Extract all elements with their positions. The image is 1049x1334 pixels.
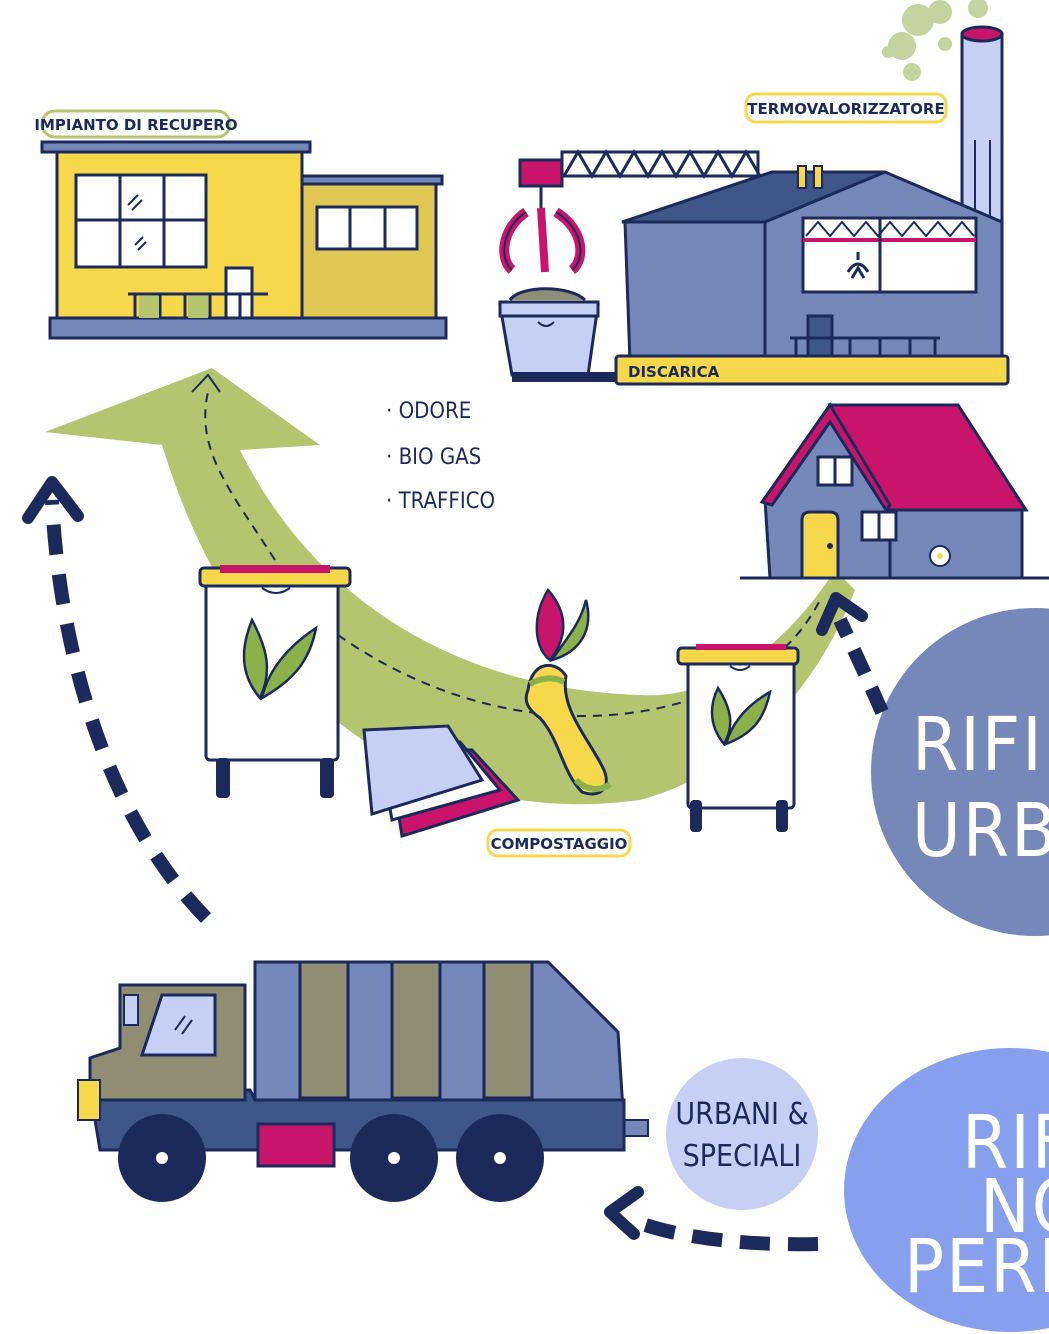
rifiuti-urbani-line2: URBA <box>912 788 1049 874</box>
discarica-label: DISCARICA <box>628 363 720 381</box>
compost-bin-icon <box>200 565 350 798</box>
house-icon <box>740 405 1049 578</box>
termovalorizzatore-label: TERMOVALORIZZATORE <box>747 100 944 118</box>
compostaggio-tag: COMPOSTAGGIO <box>488 830 630 856</box>
impianto-tag: IMPIANTO DI RECUPERO <box>34 111 237 137</box>
incinerator-icon <box>622 0 1002 364</box>
recovery-plant-icon <box>42 142 446 338</box>
impact-traffico: · TRAFFICO <box>386 489 495 514</box>
dashed-arrow-urbani <box>840 620 882 712</box>
urbani-line: URBANI & <box>675 1097 808 1132</box>
impact-notes: · ODORE · BIO GAS · TRAFFICO <box>386 399 495 514</box>
speciali-line: SPECIALI <box>683 1139 802 1174</box>
rifiuti-np-line3: PERICO <box>904 1224 1049 1310</box>
impact-biogas: · BIO GAS <box>386 445 481 470</box>
compostaggio-label: COMPOSTAGGIO <box>491 835 628 853</box>
termovalorizzatore-tag: TERMOVALORIZZATORE <box>746 94 946 122</box>
arrowhead-bottom <box>610 1192 638 1234</box>
dashed-arrow-left <box>52 500 206 918</box>
garbage-truck-icon <box>78 962 648 1202</box>
impact-odore: · ODORE <box>386 399 471 424</box>
urbani-speciali-bubble: URBANI & SPECIALI <box>666 1058 818 1210</box>
compost-bin-icon-2 <box>678 644 798 832</box>
dashed-arrow-bottom <box>632 1220 818 1244</box>
impianto-label: IMPIANTO DI RECUPERO <box>34 116 237 134</box>
